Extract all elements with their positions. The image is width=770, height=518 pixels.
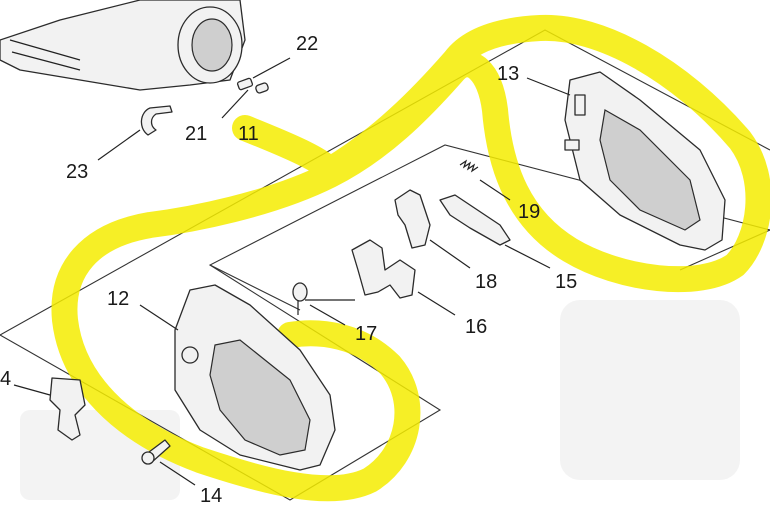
- spring-part-17: [292, 282, 308, 302]
- callout-18: 18: [475, 271, 497, 293]
- callout-15: 15: [555, 271, 577, 293]
- lever-part-15: [439, 194, 511, 246]
- callout-21: 21: [185, 123, 207, 145]
- pin-part-22: [236, 77, 269, 94]
- callout-4: 4: [0, 368, 11, 390]
- clip-part-23: [140, 105, 173, 136]
- highlight-mark: [51, 14, 770, 502]
- latch-part-18: [394, 189, 431, 249]
- callout-labels: 22 21 11 23 13 19 18 15 12 16 17 14 4: [0, 33, 577, 507]
- callout-17: 17: [355, 323, 377, 345]
- callout-14: 14: [200, 485, 222, 507]
- leader-lines: [13, 57, 571, 486]
- label-part: [49, 377, 86, 441]
- callout-19: 19: [518, 201, 540, 223]
- callout-23: 23: [66, 161, 88, 183]
- callout-11: 11: [238, 123, 259, 145]
- spring-part-19: [459, 159, 479, 173]
- handle-cover-part-12: [174, 284, 336, 471]
- callout-13: 13: [497, 63, 519, 85]
- callout-16: 16: [465, 316, 487, 338]
- side-cover-part-13: [564, 71, 726, 251]
- trigger-part-16: [351, 239, 416, 299]
- motor-housing-part: [0, 0, 246, 91]
- screw-part-14: [141, 439, 171, 465]
- callout-22: 22: [296, 33, 318, 55]
- callout-12: 12: [107, 288, 129, 310]
